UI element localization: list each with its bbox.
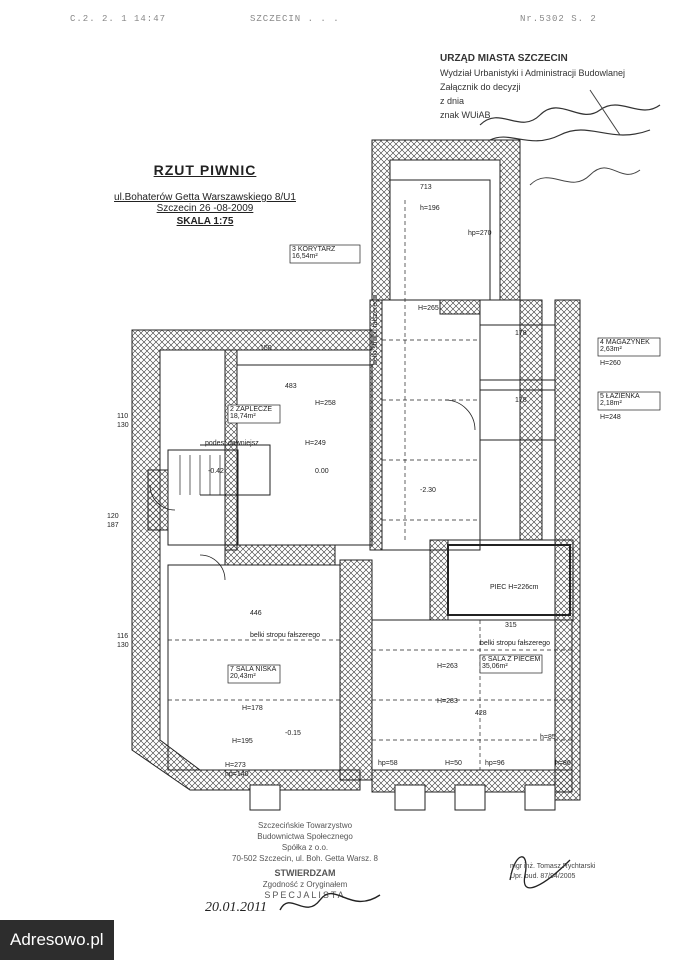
plan-title: RZUT PIWNIC [153, 162, 257, 178]
signature-bottom [279, 893, 381, 911]
stamp-date: 20.01.2011 [205, 900, 267, 915]
engineer-stamp: mgr inż. Tomasz Rychtarski Upr. bud. 87/… [510, 862, 595, 882]
room-label-boxes [227, 244, 661, 684]
stamp-department: Wydział Urbanistyki i Administracji Budo… [440, 68, 625, 78]
stamp-line-5: STWIERDZAM [274, 868, 336, 878]
signature-bottom-right [509, 856, 571, 889]
height-58: hp=58 [378, 760, 398, 767]
dim-315: 315 [505, 622, 517, 629]
stamp-line-1: Szczecińskie Towarzystwo [257, 821, 353, 830]
dim-150: 150 [260, 345, 272, 352]
stamp-sign: znak WUiAB [440, 110, 491, 120]
beam-note-2: belki stropu fałszerego [250, 632, 321, 639]
fax-header-left: C.2. 2. 1 14:47 [70, 14, 167, 24]
height-178: H=178 [242, 705, 263, 712]
outer-walls [131, 139, 581, 801]
beam-note-1: belki stropu fałszerego [372, 294, 379, 365]
room-4-height: H=260 [600, 360, 621, 367]
stamp-date: z dnia [440, 96, 465, 106]
height-263: H=263 [437, 663, 458, 670]
level-230: -2.30 [420, 487, 436, 494]
height-273: H=273 [225, 762, 246, 769]
engineer-license: Upr. bud. 87/94/2005 [510, 873, 576, 880]
height-270: hp=270 [468, 230, 492, 237]
dim-713: 713 [420, 184, 432, 191]
dim-178b: 178 [515, 397, 527, 404]
height-86: h=86 [555, 760, 571, 767]
height-249: H=249 [305, 440, 326, 447]
stamp-office: URZĄD MIASTA SZCZECIN [440, 53, 568, 64]
furnace-label: PIEC H=226cm [490, 584, 539, 591]
height-195: H=195 [232, 738, 253, 745]
approval-stamp: URZĄD MIASTA SZCZECIN Wydział Urbanistyk… [440, 52, 660, 122]
height-96: hp=96 [485, 760, 505, 767]
room-outlines [167, 179, 574, 771]
stamp-line-4: 70-502 Szczecin, ul. Boh. Getta Warsz. 8 [232, 854, 378, 863]
stamp-line-6: Zgodność z Oryginałem [262, 880, 348, 889]
beam-note-3: belki stropu fałszerego [480, 640, 551, 647]
height-140: hp=140 [225, 771, 249, 778]
stamp-line-7: SPECJALISTA [264, 890, 346, 900]
windows [249, 784, 556, 811]
dim-428: 428 [475, 710, 487, 717]
dim-483: 483 [285, 383, 297, 390]
wall-dim-110: 110 130 [117, 413, 129, 429]
plan-address: ul.Bohaterów Getta Warszawskiego 8/U1 [114, 192, 296, 203]
stairs [179, 455, 221, 495]
title-block: RZUT PIWNIC ul.Bohaterów Getta Warszawsk… [110, 162, 300, 227]
height-265: H=265 [418, 305, 439, 312]
certification-stamp: Szczecińskie Towarzystwo Budownictwa Spo… [190, 820, 420, 901]
plan-date: Szczecin 26 -08-2009 [156, 203, 254, 214]
beam-lines [168, 200, 572, 770]
stamp-line-2: Budownictwa Społecznego [257, 832, 353, 841]
dim-446: 446 [250, 610, 262, 617]
level-042: -0.42 [208, 468, 224, 475]
height-85: h=85 [540, 734, 556, 741]
level-000: 0.00 [315, 468, 329, 475]
stamp-attachment: Załącznik do decyzji [440, 82, 521, 92]
wall-dim-116: 116 130 [117, 633, 129, 649]
wall-dim-120: 120 187 [107, 513, 119, 529]
plan-scale: SKALA 1:75 [176, 216, 234, 227]
signature-top-right [479, 89, 661, 186]
adresowo-watermark[interactable]: Adresowo.pl [0, 920, 114, 960]
podest-label: podest dawniejsz [205, 440, 259, 447]
fax-header-right: Nr.5302 S. 2 [520, 14, 597, 24]
dim-178a: 178 [515, 330, 527, 337]
level-015: -0.15 [285, 730, 301, 737]
engineer-name: mgr inż. Tomasz Rychtarski [510, 863, 596, 870]
room-5-height: H=248 [600, 414, 621, 421]
height-196: h=196 [420, 205, 440, 212]
height-258: H=258 [315, 400, 336, 407]
furnace-box [447, 544, 571, 616]
height-50: H=50 [445, 760, 462, 767]
door-arcs [149, 399, 476, 581]
stamp-line-3: Spółka z o.o. [281, 843, 329, 852]
height-283: H=283 [437, 698, 458, 705]
fax-header-mid: SZCZECIN . . . [250, 14, 340, 24]
